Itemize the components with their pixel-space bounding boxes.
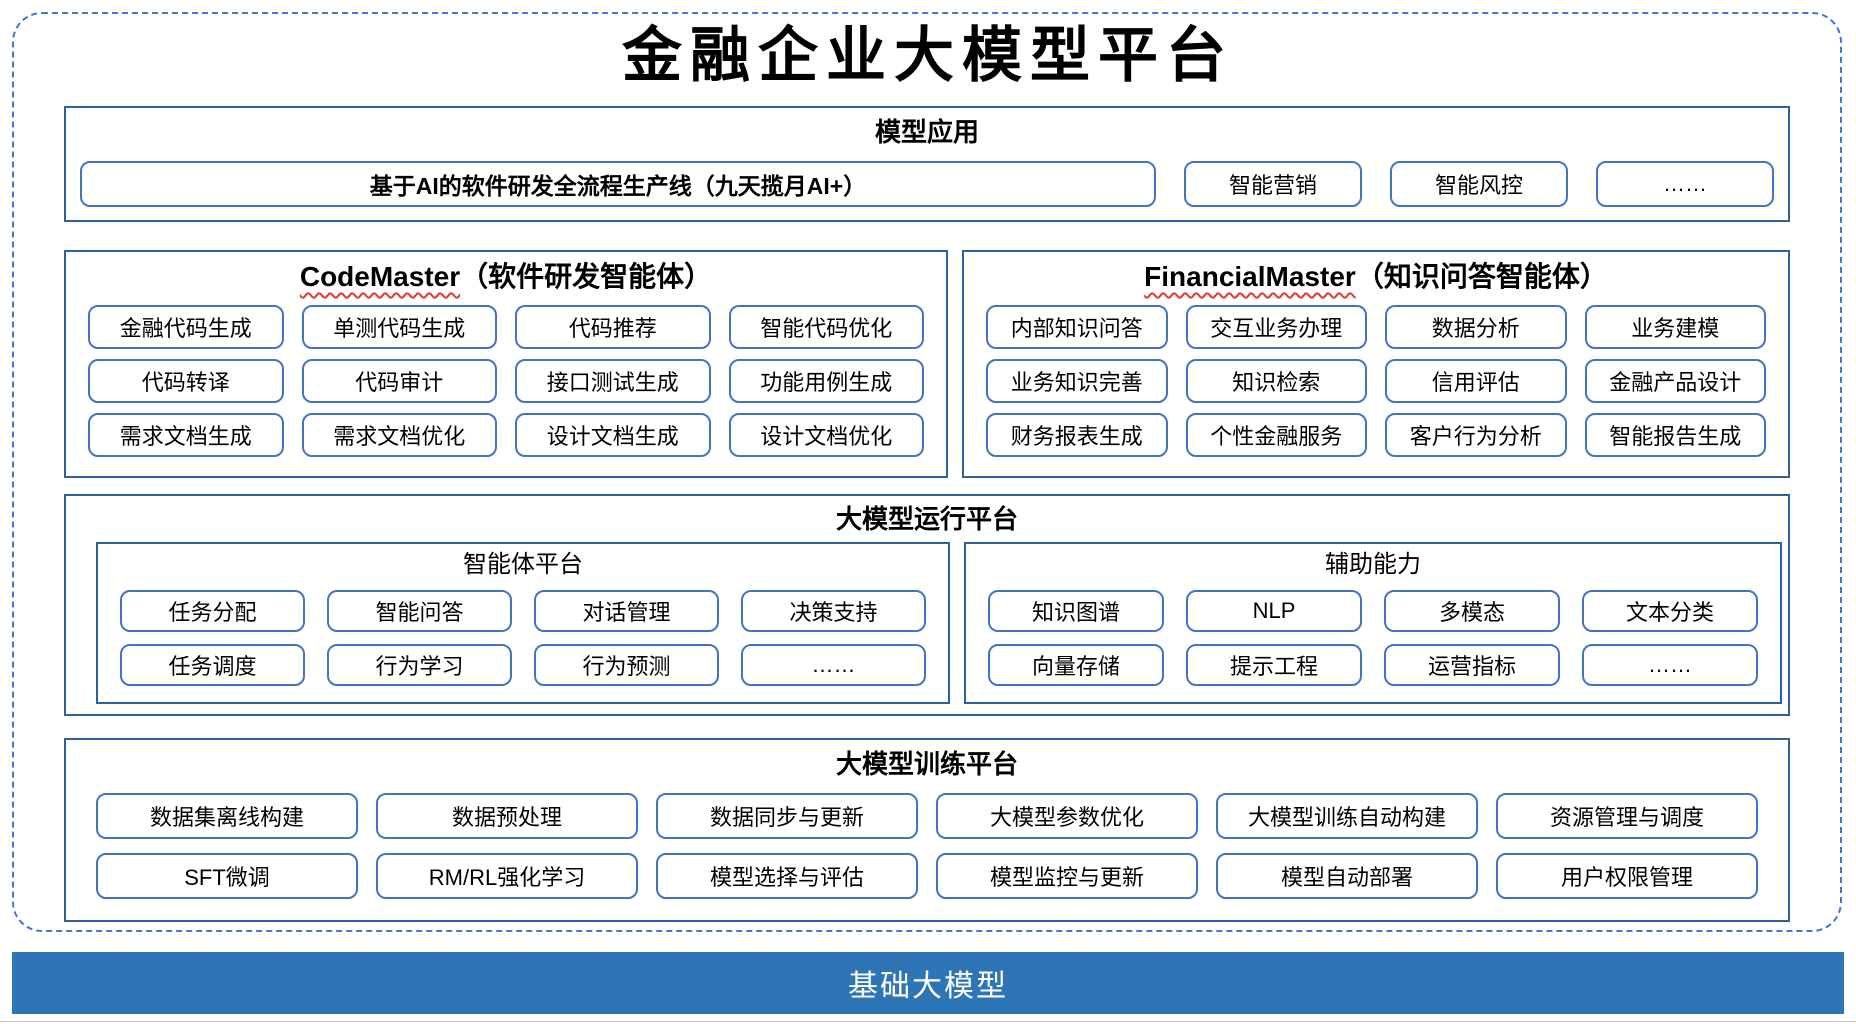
panel-title-code-master: CodeMaster（软件研发智能体） bbox=[66, 261, 946, 293]
financial-master-item: 内部知识问答 bbox=[986, 305, 1168, 350]
section-training-platform: 大模型训练平台 数据集离线构建 数据预处理 数据同步与更新 大模型参数优化 大模… bbox=[64, 738, 1790, 922]
training-grid: 数据集离线构建 数据预处理 数据同步与更新 大模型参数优化 大模型训练自动构建 … bbox=[66, 780, 1788, 900]
auxiliary-item: 运营指标 bbox=[1384, 643, 1560, 686]
subpanel-auxiliary-capabilities: 辅助能力 知识图谱 NLP 多模态 文本分类 向量存储 提示工程 运营指标 …… bbox=[964, 542, 1782, 704]
financial-master-item: 个性金融服务 bbox=[1185, 413, 1367, 458]
model-applications-row: 基于AI的软件研发全流程生产线（九天揽月AI+） 智能营销 智能风控 …… bbox=[66, 161, 1788, 208]
financial-master-item: 数据分析 bbox=[1385, 305, 1567, 350]
app-item: 智能营销 bbox=[1184, 161, 1362, 208]
financial-master-subtitle: （知识问答智能体） bbox=[1355, 261, 1608, 292]
training-item: 资源管理与调度 bbox=[1496, 793, 1758, 840]
agent-platform-item: 任务调度 bbox=[120, 643, 305, 686]
financial-master-item: 金融产品设计 bbox=[1584, 359, 1766, 404]
auxiliary-item: 知识图谱 bbox=[988, 589, 1164, 632]
training-item: 用户权限管理 bbox=[1496, 853, 1758, 900]
panel-title-financial-master: FinancialMaster（知识问答智能体） bbox=[964, 261, 1788, 293]
page-title: 金融企业大模型平台 bbox=[622, 21, 1234, 91]
training-item: RM/RL强化学习 bbox=[376, 853, 638, 900]
foundation-model-bar: 基础大模型 bbox=[12, 952, 1844, 1014]
financial-master-item: 业务建模 bbox=[1584, 305, 1766, 350]
page-bottom-divider bbox=[0, 1021, 1856, 1022]
financial-master-item: 业务知识完善 bbox=[986, 359, 1168, 404]
subpanel-title-agent-platform: 智能体平台 bbox=[463, 551, 583, 578]
code-master-item: 代码审计 bbox=[301, 359, 497, 404]
panel-financial-master: FinancialMaster（知识问答智能体） 内部知识问答 交互业务办理 数… bbox=[962, 250, 1790, 478]
financial-master-grid: 内部知识问答 交互业务办理 数据分析 业务建模 业务知识完善 知识检索 信用评估… bbox=[964, 293, 1788, 458]
training-item: 数据集离线构建 bbox=[96, 793, 358, 840]
subpanel-title-auxiliary: 辅助能力 bbox=[1325, 551, 1421, 578]
code-master-item: 设计文档优化 bbox=[728, 413, 924, 458]
section-runtime-platform: 大模型运行平台 智能体平台 任务分配 智能问答 对话管理 决策支持 任务调度 行… bbox=[64, 494, 1790, 716]
agent-platform-item: 行为预测 bbox=[534, 643, 719, 686]
training-item: 数据同步与更新 bbox=[656, 793, 918, 840]
training-item: SFT微调 bbox=[96, 853, 358, 900]
auxiliary-item: NLP bbox=[1186, 589, 1362, 632]
agent-platform-item: 对话管理 bbox=[534, 589, 719, 632]
agent-platform-item: 任务分配 bbox=[120, 589, 305, 632]
training-item: 模型自动部署 bbox=[1216, 853, 1478, 900]
financial-master-name: FinancialMaster bbox=[1144, 261, 1356, 292]
financial-master-item: 财务报表生成 bbox=[986, 413, 1168, 458]
app-item: 智能风控 bbox=[1390, 161, 1568, 208]
code-master-item: 接口测试生成 bbox=[515, 359, 711, 404]
code-master-item: 金融代码生成 bbox=[88, 305, 284, 350]
auxiliary-item: 向量存储 bbox=[988, 643, 1164, 686]
outer-dashed-border bbox=[12, 12, 1842, 932]
financial-master-item: 智能报告生成 bbox=[1584, 413, 1766, 458]
subpanel-agent-platform: 智能体平台 任务分配 智能问答 对话管理 决策支持 任务调度 行为学习 行为预测… bbox=[96, 542, 950, 704]
code-master-item: 代码转译 bbox=[88, 359, 284, 404]
auxiliary-item: 文本分类 bbox=[1582, 589, 1758, 632]
code-master-item: 单测代码生成 bbox=[301, 305, 497, 350]
code-master-grid: 金融代码生成 单测代码生成 代码推荐 智能代码优化 代码转译 代码审计 接口测试… bbox=[66, 293, 946, 458]
auxiliary-item: 提示工程 bbox=[1186, 643, 1362, 686]
financial-master-item: 客户行为分析 bbox=[1385, 413, 1567, 458]
training-item: 大模型参数优化 bbox=[936, 793, 1198, 840]
app-item-pipeline: 基于AI的软件研发全流程生产线（九天揽月AI+） bbox=[80, 161, 1156, 208]
financial-master-item: 信用评估 bbox=[1385, 359, 1567, 404]
agent-platform-item: 行为学习 bbox=[327, 643, 512, 686]
training-item: 模型选择与评估 bbox=[656, 853, 918, 900]
agent-platform-item: 决策支持 bbox=[741, 589, 926, 632]
section-model-applications: 模型应用 基于AI的软件研发全流程生产线（九天揽月AI+） 智能营销 智能风控 … bbox=[64, 106, 1790, 222]
training-item: 模型监控与更新 bbox=[936, 853, 1198, 900]
code-master-item: 智能代码优化 bbox=[728, 305, 924, 350]
code-master-item: 代码推荐 bbox=[515, 305, 711, 350]
section-header-model-applications: 模型应用 bbox=[874, 117, 979, 147]
app-item-ellipsis: …… bbox=[1596, 161, 1774, 208]
auxiliary-grid: 知识图谱 NLP 多模态 文本分类 向量存储 提示工程 运营指标 …… bbox=[966, 580, 1780, 686]
section-header-runtime-platform: 大模型运行平台 bbox=[835, 504, 1018, 534]
code-master-item: 需求文档优化 bbox=[301, 413, 497, 458]
code-master-item: 需求文档生成 bbox=[88, 413, 284, 458]
agent-platform-grid: 任务分配 智能问答 对话管理 决策支持 任务调度 行为学习 行为预测 …… bbox=[98, 580, 948, 686]
code-master-name: CodeMaster bbox=[299, 261, 461, 292]
agent-platform-item-ellipsis: …… bbox=[741, 643, 926, 686]
training-item: 数据预处理 bbox=[376, 793, 638, 840]
financial-master-item: 交互业务办理 bbox=[1185, 305, 1367, 350]
code-master-item: 设计文档生成 bbox=[515, 413, 711, 458]
code-master-item: 功能用例生成 bbox=[728, 359, 924, 404]
auxiliary-item-ellipsis: …… bbox=[1582, 643, 1758, 686]
panel-code-master: CodeMaster（软件研发智能体） 金融代码生成 单测代码生成 代码推荐 智… bbox=[64, 250, 948, 478]
agent-platform-item: 智能问答 bbox=[327, 589, 512, 632]
auxiliary-item: 多模态 bbox=[1384, 589, 1560, 632]
code-master-subtitle: （软件研发智能体） bbox=[460, 261, 713, 292]
training-item: 大模型训练自动构建 bbox=[1216, 793, 1478, 840]
financial-master-item: 知识检索 bbox=[1185, 359, 1367, 404]
section-header-training-platform: 大模型训练平台 bbox=[835, 749, 1018, 779]
